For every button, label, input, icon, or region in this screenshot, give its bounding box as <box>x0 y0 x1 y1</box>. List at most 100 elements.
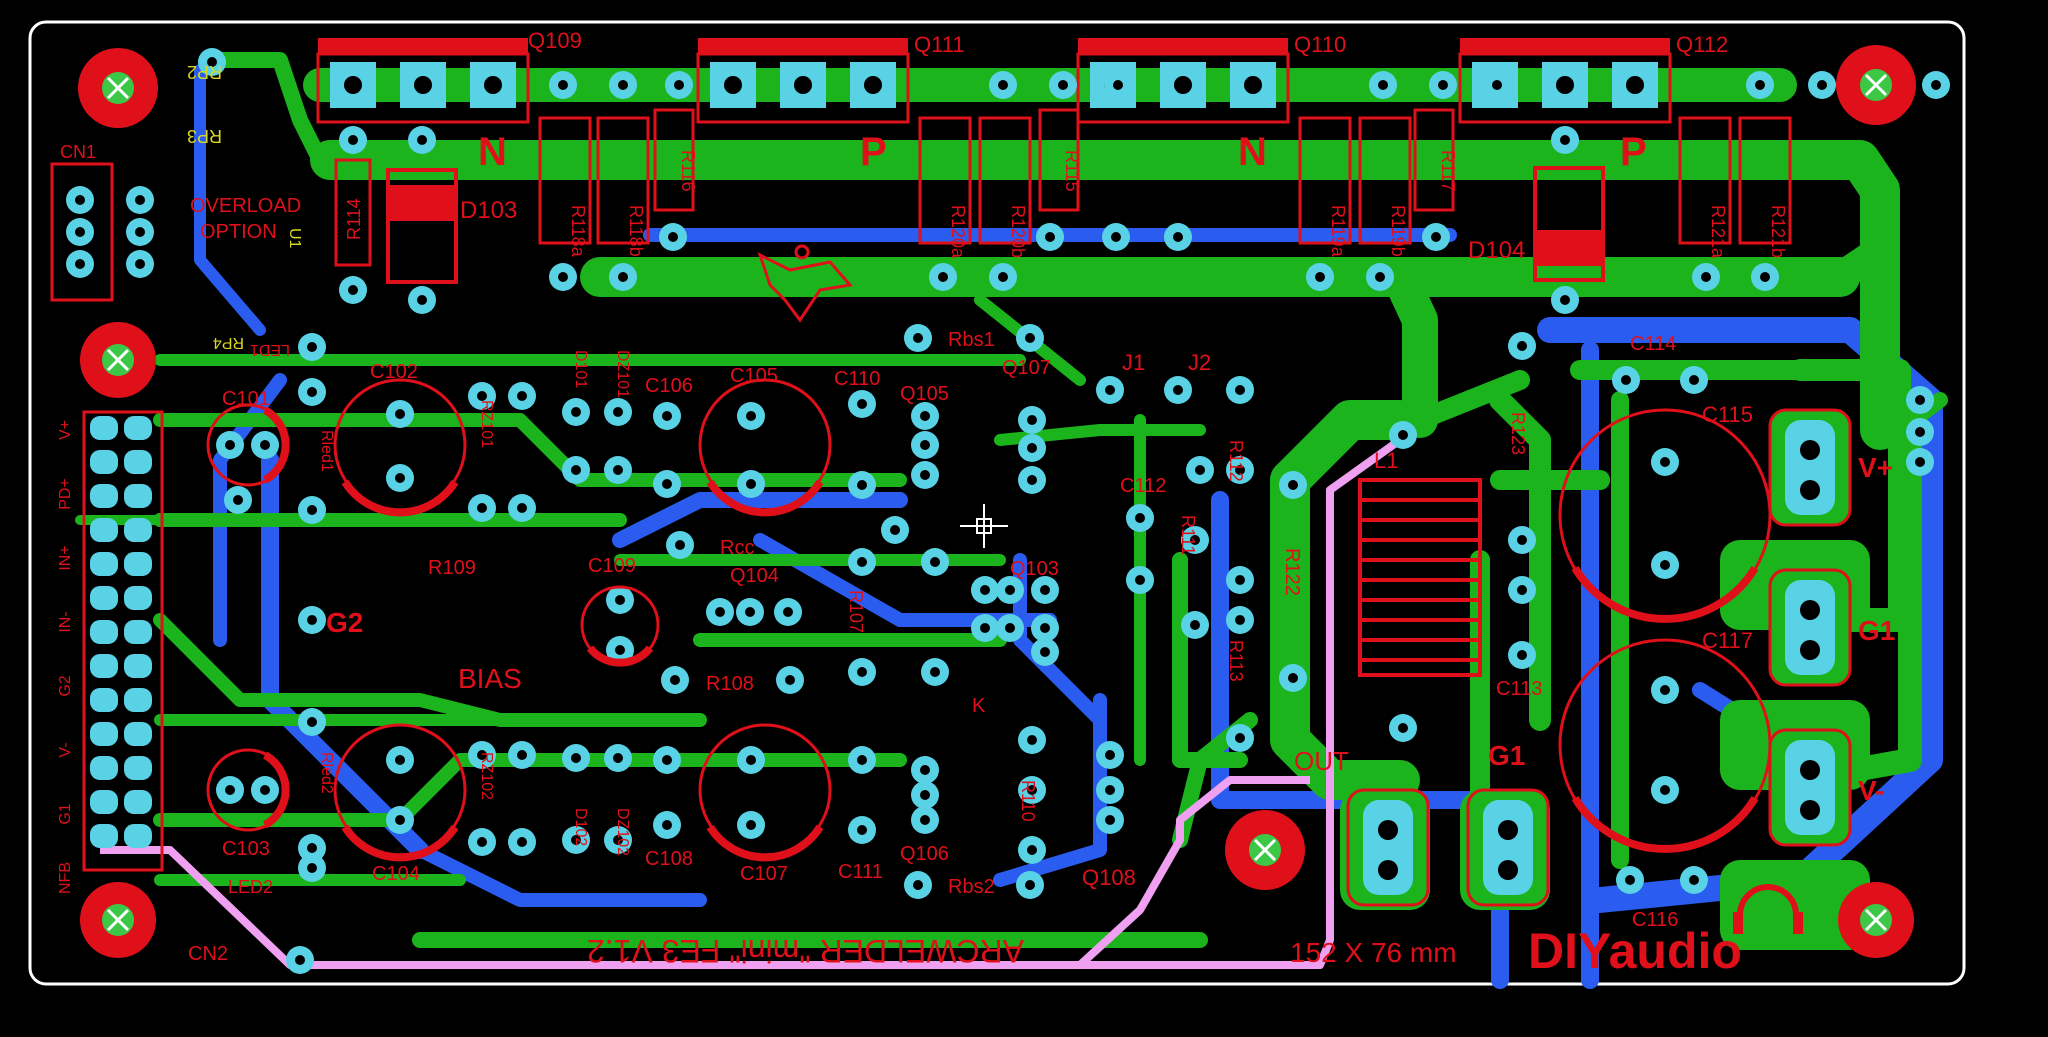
label-q103: Q103 <box>1010 558 1059 580</box>
pad-hole <box>517 391 527 401</box>
label-q109: Q109 <box>528 28 582 53</box>
label-rled1: Rled1 <box>318 430 335 472</box>
pads <box>66 48 1950 974</box>
pad-hole <box>613 407 623 417</box>
label-rp3: RP3 <box>187 126 222 146</box>
board-size-label: 152 X 76 mm <box>1290 937 1457 968</box>
terminal-vplus <box>1768 408 1852 527</box>
label-r111: R111 <box>1178 515 1198 555</box>
pad-hole <box>857 755 867 765</box>
pad-hole <box>558 272 568 282</box>
label-p2: P <box>1620 130 1647 174</box>
pad-hole <box>395 473 405 483</box>
pad-hole <box>571 835 581 845</box>
label-c110: C110 <box>834 368 880 390</box>
pad-hole <box>1235 615 1245 625</box>
pad-hole <box>745 607 755 617</box>
label-r117: R117 <box>1438 150 1458 192</box>
cn2-pin-pad <box>90 518 118 542</box>
label-r121b: R121b <box>1768 205 1788 258</box>
cn2-pin-pad <box>124 824 152 848</box>
diodes <box>386 166 1605 284</box>
pad-hole <box>1517 535 1527 545</box>
connector-cn2 <box>82 410 164 872</box>
pad-hole <box>783 607 793 617</box>
pad-hole <box>668 232 678 242</box>
label-c115: C115 <box>1702 402 1753 427</box>
label-led2: LED2 <box>228 877 273 897</box>
pad-hole <box>920 411 930 421</box>
pad-hole <box>75 259 85 269</box>
pad-hole <box>1027 845 1037 855</box>
cn2-pin-label: IN- <box>57 611 74 632</box>
cn2-pin-pad <box>90 722 118 746</box>
pad-hole <box>307 843 317 853</box>
pad-hole <box>1005 623 1015 633</box>
label-j2: J2 <box>1188 350 1211 375</box>
pad-hole <box>477 503 487 513</box>
label-c103: C103 <box>222 838 270 860</box>
pad-hole <box>1027 785 1037 795</box>
pad-hole <box>1173 385 1183 395</box>
pad-hole <box>1135 575 1145 585</box>
label-q111: Q111 <box>914 32 965 57</box>
electrolytic-capacitors <box>206 378 1772 862</box>
label-g1-right: G1 <box>1858 615 1895 646</box>
label-r121a: R121a <box>1708 205 1728 259</box>
pad-hole <box>75 195 85 205</box>
cn2-pin-pad <box>90 688 118 712</box>
label-c109: C109 <box>588 555 636 577</box>
pad-hole <box>207 57 217 67</box>
pad-hole <box>1105 815 1115 825</box>
label-vplus: V+ <box>1858 452 1893 483</box>
pad-hole <box>857 480 867 490</box>
pad-hole <box>1288 673 1298 683</box>
pad-hole <box>618 272 628 282</box>
pad-hole <box>857 667 867 677</box>
transistor-q109 <box>316 38 530 124</box>
pad-hole <box>260 440 270 450</box>
pad-hole <box>1025 880 1035 890</box>
label-r120a: R120a <box>948 205 968 259</box>
inductor-l1 <box>1358 478 1482 677</box>
pad-hole <box>1398 723 1408 733</box>
diyaudio-logo-text: DIYaudio <box>1528 923 1742 979</box>
label-rz101: RZ101 <box>478 400 495 448</box>
pcb-bird-mascot <box>757 244 853 323</box>
pad-hole <box>1701 272 1711 282</box>
pad-hole <box>857 399 867 409</box>
pad-hole <box>1288 480 1298 490</box>
via-traces <box>100 436 1403 969</box>
cn2-pin-label: NFB <box>57 862 74 894</box>
cn2-pin-pad <box>90 450 118 474</box>
pad-hole <box>1235 733 1245 743</box>
pad-hole <box>517 750 527 760</box>
pad-hole <box>890 525 900 535</box>
pad-hole <box>998 80 1008 90</box>
pad-hole <box>1105 785 1115 795</box>
pad-hole <box>670 675 680 685</box>
label-d102: D102 <box>572 808 589 846</box>
label-l1: L1 <box>1374 448 1398 473</box>
pad-hole <box>1760 272 1770 282</box>
cn2-pin-label: PD+ <box>57 478 74 510</box>
label-rp2: RP2 <box>187 62 222 82</box>
pad-hole <box>1040 585 1050 595</box>
label-r113: R113 <box>1226 640 1246 682</box>
pad-hole <box>558 80 568 90</box>
pad-hole <box>517 837 527 847</box>
label-r123: R123 <box>1508 412 1528 455</box>
pad-hole <box>613 465 623 475</box>
pad-hole <box>938 272 948 282</box>
cn2-pin-pad <box>124 790 152 814</box>
pad-hole <box>1190 620 1200 630</box>
pad-hole <box>135 259 145 269</box>
label-rled2: Rled2 <box>318 752 335 794</box>
cn2-pin-pad <box>124 722 152 746</box>
label-k: K <box>972 695 986 717</box>
label-r118b: R118b <box>626 205 646 257</box>
label-c107: C107 <box>740 863 788 885</box>
pad-hole <box>930 557 940 567</box>
